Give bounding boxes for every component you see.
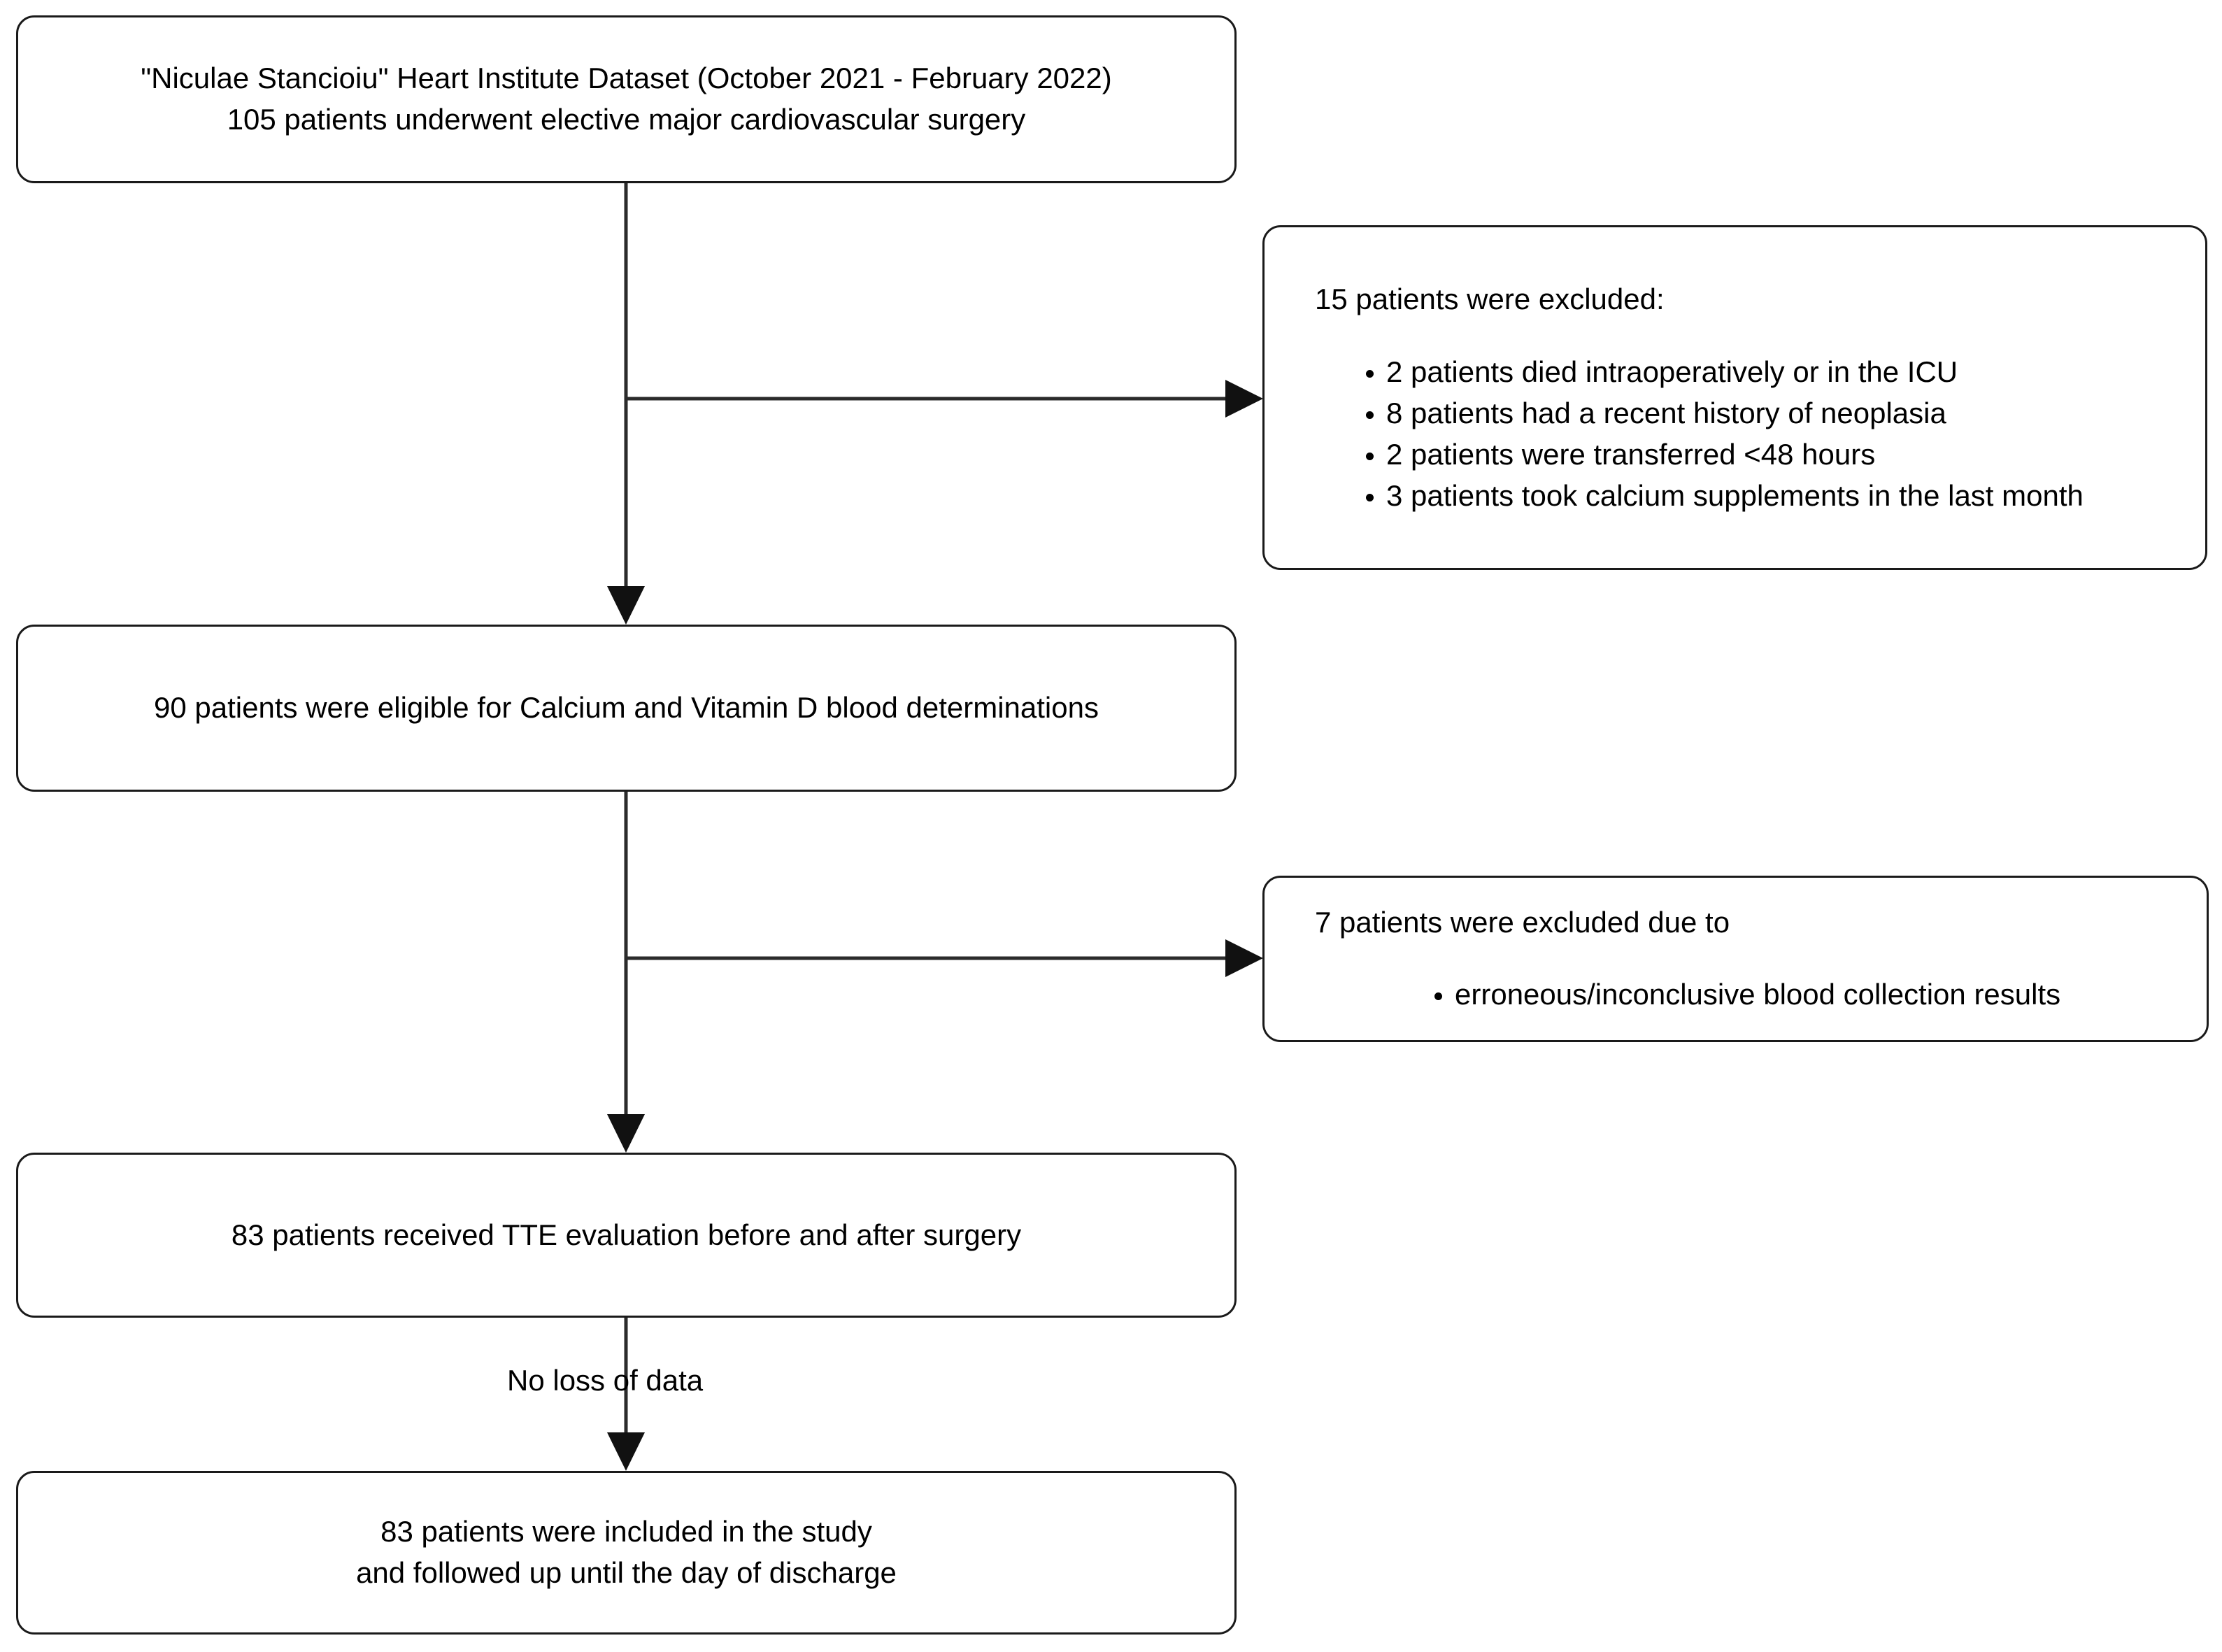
list-item: 8 patients had a recent history of neopl… — [1386, 393, 2084, 434]
eligible-patients-text: 90 patients were eligible for Calcium an… — [154, 691, 1099, 725]
eligible-patients-box[interactable]: 90 patients were eligible for Calcium an… — [16, 625, 1237, 792]
included-patients-text: 83 patients were included in the study a… — [356, 1515, 897, 1589]
tte-evaluation-box[interactable]: 83 patients received TTE evaluation befo… — [16, 1153, 1237, 1318]
list-item: erroneous/inconclusive blood collection … — [1455, 974, 2060, 1016]
exclusion-box-2[interactable]: 7 patients were excluded due to erroneou… — [1262, 876, 2209, 1042]
list-item: 2 patients died intraoperatively or in t… — [1386, 352, 2084, 393]
included-patients-box[interactable]: 83 patients were included in the study a… — [16, 1471, 1237, 1635]
exclusion-1-heading: 15 patients were excluded: — [1315, 282, 1665, 315]
exclusion-box-1[interactable]: 15 patients were excluded: 2 patients di… — [1262, 225, 2207, 570]
arrowhead-to-exclusion-2 — [1225, 939, 1263, 977]
arrowhead-source-to-eligible — [607, 586, 645, 625]
exclusion-2-heading: 7 patients were excluded due to — [1315, 906, 1730, 939]
arrowhead-tte-to-included — [607, 1432, 645, 1471]
exclusion-1-list: 2 patients died intraoperatively or in t… — [1281, 352, 2084, 516]
dataset-source-text: "Niculae Stancioiu" Heart Institute Data… — [141, 62, 1112, 136]
edge-label-no-loss-of-data: No loss of data — [507, 1364, 704, 1397]
list-item: 3 patients took calcium supplements in t… — [1386, 476, 2084, 517]
arrowhead-eligible-to-tte — [607, 1114, 645, 1153]
arrowhead-to-exclusion-1 — [1225, 380, 1263, 418]
dataset-source-box[interactable]: "Niculae Stancioiu" Heart Institute Data… — [16, 15, 1237, 183]
exclusion-2-list: erroneous/inconclusive blood collection … — [1281, 974, 2060, 1016]
list-item: 2 patients were transferred <48 hours — [1386, 434, 2084, 476]
tte-evaluation-text: 83 patients received TTE evaluation befo… — [231, 1218, 1022, 1251]
